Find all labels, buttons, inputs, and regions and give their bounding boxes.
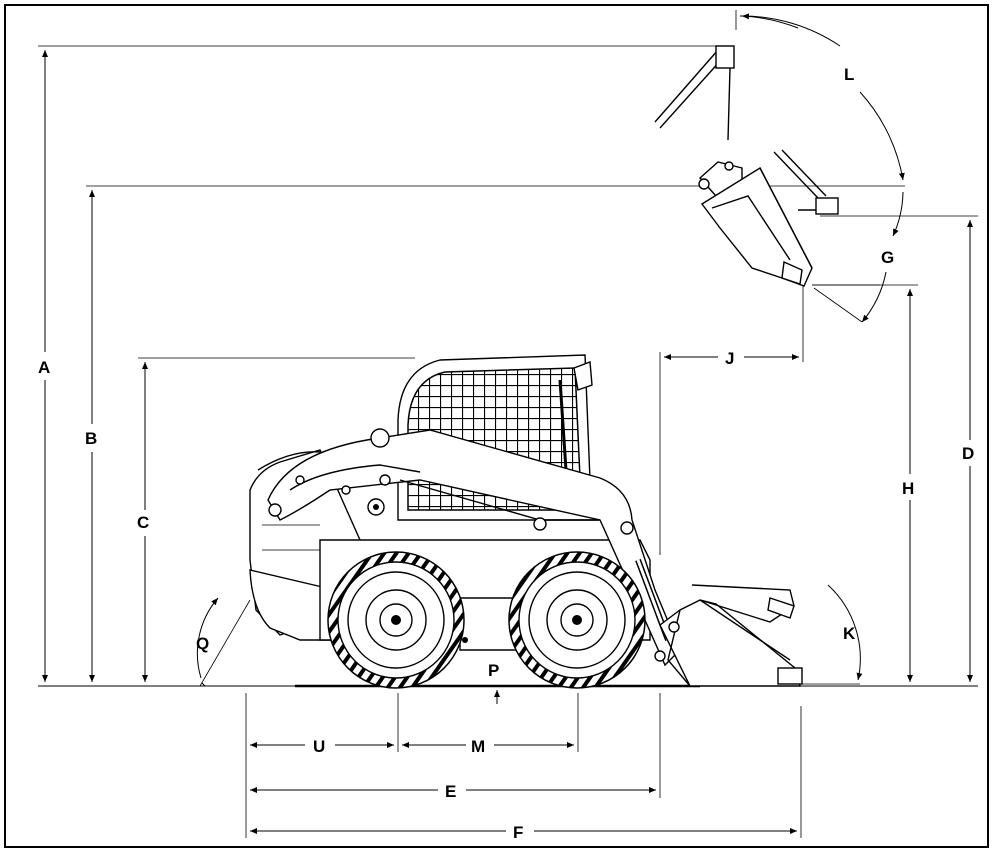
dimension-l: L bbox=[735, 10, 905, 181]
dimension-a: A bbox=[38, 45, 725, 682]
dimension-m: M bbox=[402, 737, 574, 756]
rear-wheel bbox=[327, 551, 465, 689]
dimension-f: F bbox=[250, 823, 797, 842]
lift-arm bbox=[267, 429, 681, 667]
dimension-g: G bbox=[812, 191, 904, 323]
label-p: P bbox=[488, 661, 499, 680]
label-b: B bbox=[85, 429, 97, 448]
diagram-border bbox=[4, 4, 989, 848]
label-h: H bbox=[902, 479, 914, 498]
label-q: Q bbox=[196, 634, 209, 653]
label-j: J bbox=[725, 349, 734, 368]
label-u: U bbox=[313, 737, 325, 756]
label-l: L bbox=[844, 65, 854, 84]
raised-bucket bbox=[654, 45, 839, 287]
label-c: C bbox=[137, 513, 149, 532]
skid-steer-loader bbox=[249, 354, 803, 689]
dimension-p: P bbox=[488, 661, 500, 704]
label-g: G bbox=[881, 248, 894, 267]
label-e: E bbox=[445, 782, 456, 801]
dimension-q: Q bbox=[196, 597, 251, 687]
label-f: F bbox=[513, 823, 523, 842]
dimension-e: E bbox=[250, 782, 656, 801]
label-d: D bbox=[962, 444, 974, 463]
lowered-bucket bbox=[654, 584, 803, 687]
dimension-h: H bbox=[812, 284, 918, 682]
dimension-c: C bbox=[137, 357, 415, 682]
label-m: M bbox=[471, 737, 485, 756]
dimension-u: U bbox=[250, 737, 394, 756]
dimension-d: D bbox=[820, 215, 978, 682]
front-wheel bbox=[508, 551, 646, 689]
bottom-extension-lines bbox=[245, 693, 802, 838]
dimension-k: K bbox=[790, 584, 863, 685]
label-k: K bbox=[843, 624, 856, 643]
label-a: A bbox=[38, 358, 50, 377]
dimension-j: J bbox=[659, 285, 804, 555]
